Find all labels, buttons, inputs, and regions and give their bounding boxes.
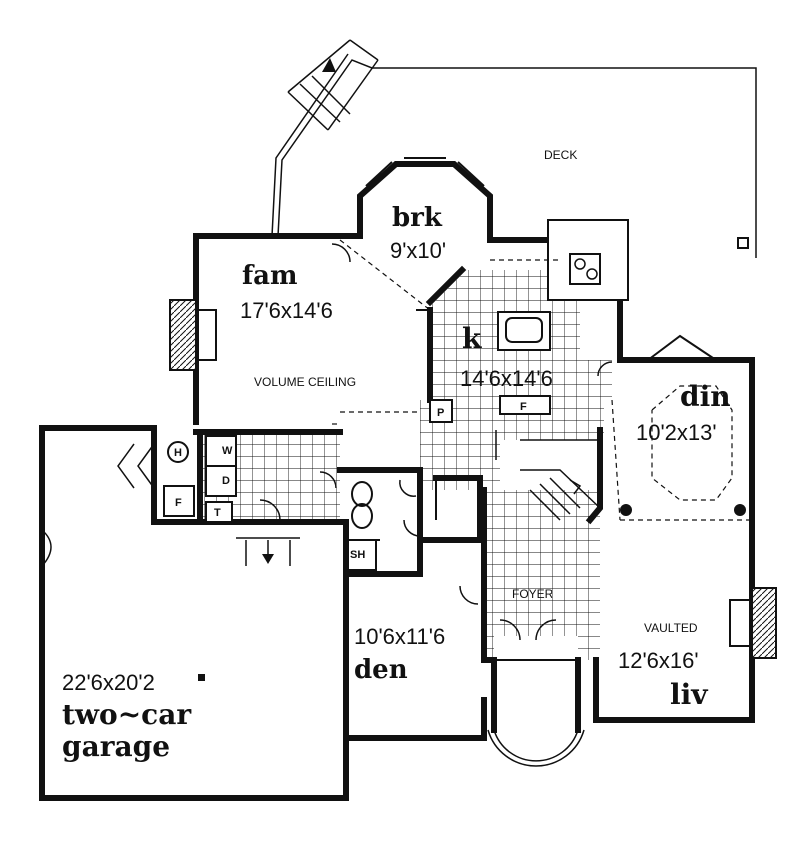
- liv-fireplace: [751, 587, 777, 659]
- sink: [505, 317, 543, 343]
- liv-name: liv: [670, 678, 708, 711]
- shower: [345, 539, 377, 571]
- washer: [205, 435, 237, 467]
- fridge: [499, 395, 551, 415]
- brk-name: brk: [392, 203, 443, 233]
- furnace-label: F: [175, 497, 182, 509]
- deck-post: [737, 237, 749, 249]
- din-name: din: [680, 380, 731, 413]
- cooktop: [569, 253, 601, 285]
- k-name: k: [462, 322, 482, 355]
- brk-dims: 9'x10': [390, 238, 446, 263]
- room-labels: DECK brk 9'x10' fam 17'6x14'6 VOLUME CEI…: [62, 148, 731, 763]
- water-heater: [167, 441, 189, 463]
- shower-label: SH: [350, 549, 365, 561]
- house-walls: [169, 157, 777, 767]
- garage-line1: two~car: [62, 698, 192, 731]
- column: [620, 504, 632, 516]
- door-swings: [259, 243, 613, 641]
- fridge-label: F: [520, 401, 527, 413]
- fam-name: fam: [242, 261, 298, 291]
- deck-label: DECK: [544, 148, 577, 162]
- garage-dims: 22'6x20'2: [62, 670, 155, 695]
- furnace: [163, 485, 195, 517]
- stair-arrow-icon: [322, 58, 336, 72]
- column: [734, 504, 746, 516]
- dryer-label: D: [222, 475, 230, 487]
- tub-label: T: [214, 507, 221, 519]
- washer-label: W: [222, 445, 233, 457]
- k-dims: 14'6x14'6: [460, 366, 553, 391]
- fam-fireplace: [169, 299, 197, 371]
- sink-bowl: [351, 503, 373, 529]
- liv-dims: 12'6x16': [618, 648, 699, 673]
- water-heater-label: H: [174, 447, 182, 459]
- din-dims: 10'2x13': [636, 420, 717, 445]
- garage: [39, 425, 349, 801]
- step-arrow-icon: [262, 554, 274, 564]
- dryer: [205, 465, 237, 497]
- den-name: den: [354, 655, 408, 685]
- deck-outline: [271, 39, 757, 258]
- foyer-label: FOYER: [512, 587, 554, 601]
- laundry-tub: [205, 501, 233, 523]
- fam-note: VOLUME CEILING: [254, 375, 356, 389]
- garage-dim-marker: [198, 674, 205, 681]
- garage-line2: garage: [62, 730, 170, 763]
- liv-note: VAULTED: [644, 621, 698, 635]
- fam-dims: 17'6x14'6: [240, 298, 333, 323]
- pantry: [429, 399, 453, 423]
- pantry-label: P: [437, 407, 444, 419]
- fixture-labels: H F W D T P F SH: [174, 401, 527, 561]
- den-dims: 10'6x11'6: [354, 624, 445, 649]
- toilet: [351, 481, 373, 507]
